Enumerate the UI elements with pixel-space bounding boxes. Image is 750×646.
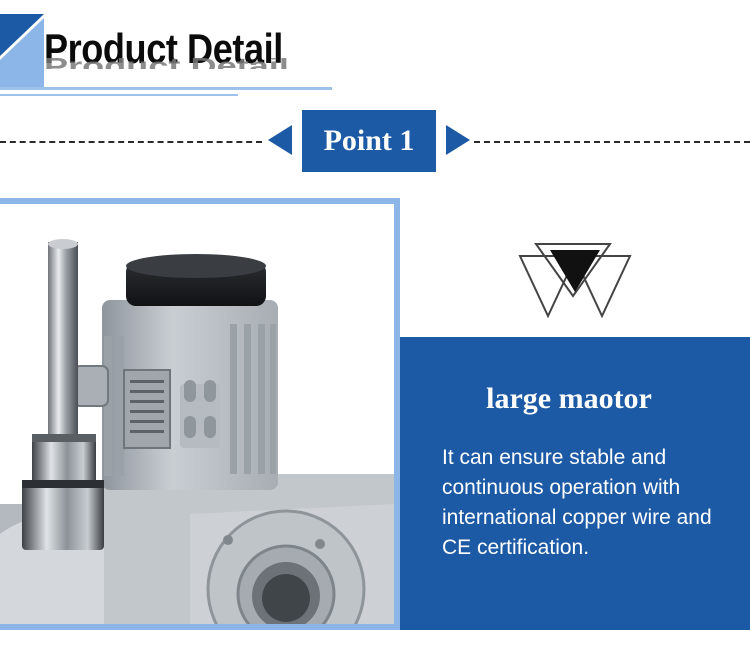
divider-right — [474, 141, 750, 143]
product-photo — [0, 239, 394, 624]
point-badge: Point 1 — [302, 110, 436, 172]
feature-title: large maotor — [486, 382, 652, 415]
header-underline-short — [0, 94, 238, 96]
page-title-reflection: Product Detail — [44, 58, 289, 69]
product-photo-frame — [0, 198, 400, 630]
divider-left — [0, 141, 262, 143]
triangle-right-icon — [446, 125, 470, 155]
page-title: Product Detail — [44, 25, 283, 72]
triangle-left-icon — [268, 125, 292, 155]
feature-description: It can ensure stable and continuous oper… — [442, 446, 712, 559]
header-underline — [0, 87, 332, 90]
feature-panel: large maotor It can ensure stable and co… — [400, 337, 750, 630]
triangle-logo-icon — [518, 243, 632, 319]
corner-triangle-icon — [0, 14, 44, 88]
